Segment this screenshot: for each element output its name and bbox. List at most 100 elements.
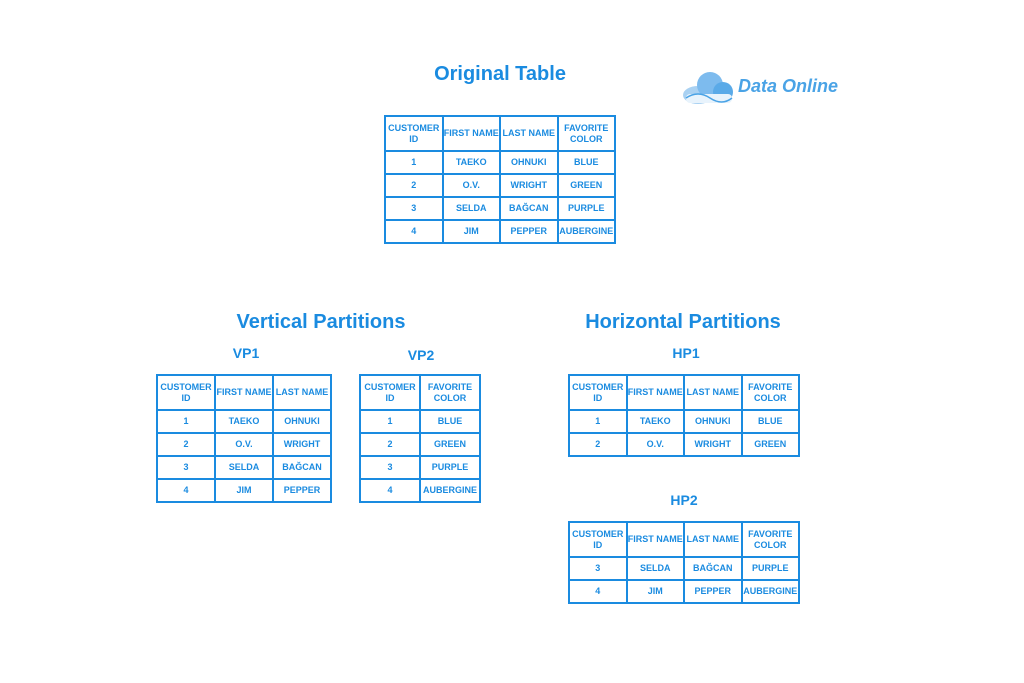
table-cell: GREEN — [556, 173, 616, 198]
table-cell: JIM — [441, 219, 501, 244]
table-cell: BAĞCAN — [683, 556, 743, 581]
table-cell: 2 — [359, 432, 421, 457]
table-cell: 2 — [568, 432, 628, 457]
table-cell: AUBERGINE — [556, 219, 616, 244]
table-cell: 3 — [156, 455, 216, 480]
table-cell: PEPPER — [499, 219, 559, 244]
table-cell: JIM — [625, 579, 685, 604]
table-cell: 3 — [359, 455, 421, 480]
hp1-label: HP1 — [672, 345, 700, 361]
column-header: CUSTOMER ID — [384, 115, 444, 152]
column-header: CUSTOMER ID — [156, 374, 216, 411]
table-cell: BLUE — [740, 409, 800, 434]
table-cell: SELDA — [441, 196, 501, 221]
table-cell: 4 — [384, 219, 444, 244]
column-header: FIRST NAME — [625, 521, 685, 558]
column-header: FAVORITE COLOR — [740, 374, 800, 411]
table-cell: OHNUKI — [272, 409, 332, 434]
column-header: LAST NAME — [272, 374, 332, 411]
table-cell: WRIGHT — [683, 432, 743, 457]
table-cell: BAĞCAN — [272, 455, 332, 480]
table-cell: PEPPER — [272, 478, 332, 503]
vp2-label: VP2 — [407, 347, 435, 363]
column-header: FAVORITE COLOR — [556, 115, 616, 152]
hp2-label: HP2 — [670, 492, 698, 508]
table-cell: BLUE — [419, 409, 481, 434]
horizontal-partitions-title: Horizontal Partitions — [585, 311, 781, 333]
column-header: FIRST NAME — [441, 115, 501, 152]
table-cell: 4 — [359, 478, 421, 503]
table-cell: PURPLE — [740, 556, 800, 581]
column-header: CUSTOMER ID — [568, 374, 628, 411]
column-header: FIRST NAME — [214, 374, 274, 411]
table-cell: SELDA — [625, 556, 685, 581]
table-cell: GREEN — [740, 432, 800, 457]
column-header: CUSTOMER ID — [359, 374, 421, 411]
table-cell: 1 — [359, 409, 421, 434]
table-cell: PEPPER — [683, 579, 743, 604]
table-cell: TAEKO — [625, 409, 685, 434]
table-cell: SELDA — [214, 455, 274, 480]
table-cell: O.V. — [214, 432, 274, 457]
cloud-icon — [683, 72, 733, 104]
column-header: FAVORITE COLOR — [740, 521, 800, 558]
vp1-label: VP1 — [232, 345, 260, 361]
table-cell: PURPLE — [419, 455, 481, 480]
data-online-logo: Data Online — [680, 68, 850, 106]
column-header: FIRST NAME — [625, 374, 685, 411]
table-cell: BAĞCAN — [499, 196, 559, 221]
table-cell: JIM — [214, 478, 274, 503]
table-cell: 4 — [568, 579, 628, 604]
table-cell: OHNUKI — [683, 409, 743, 434]
table-cell: WRIGHT — [272, 432, 332, 457]
column-header: FAVORITE COLOR — [419, 374, 481, 411]
vertical-partitions-title: Vertical Partitions — [236, 311, 406, 333]
table-cell: 3 — [568, 556, 628, 581]
table-cell: 2 — [156, 432, 216, 457]
table-cell: WRIGHT — [499, 173, 559, 198]
table-cell: 2 — [384, 173, 444, 198]
table-cell: AUBERGINE — [419, 478, 481, 503]
table-cell: BLUE — [556, 150, 616, 175]
table-cell: GREEN — [419, 432, 481, 457]
table-cell: AUBERGINE — [740, 579, 800, 604]
table-cell: PURPLE — [556, 196, 616, 221]
table-cell: 3 — [384, 196, 444, 221]
table-cell: TAEKO — [214, 409, 274, 434]
table-cell: 1 — [384, 150, 444, 175]
table-cell: O.V. — [625, 432, 685, 457]
column-header: LAST NAME — [683, 521, 743, 558]
table-cell: O.V. — [441, 173, 501, 198]
column-header: CUSTOMER ID — [568, 521, 628, 558]
original-table-title: Original Table — [434, 63, 566, 85]
table-cell: OHNUKI — [499, 150, 559, 175]
column-header: LAST NAME — [683, 374, 743, 411]
table-cell: 1 — [568, 409, 628, 434]
